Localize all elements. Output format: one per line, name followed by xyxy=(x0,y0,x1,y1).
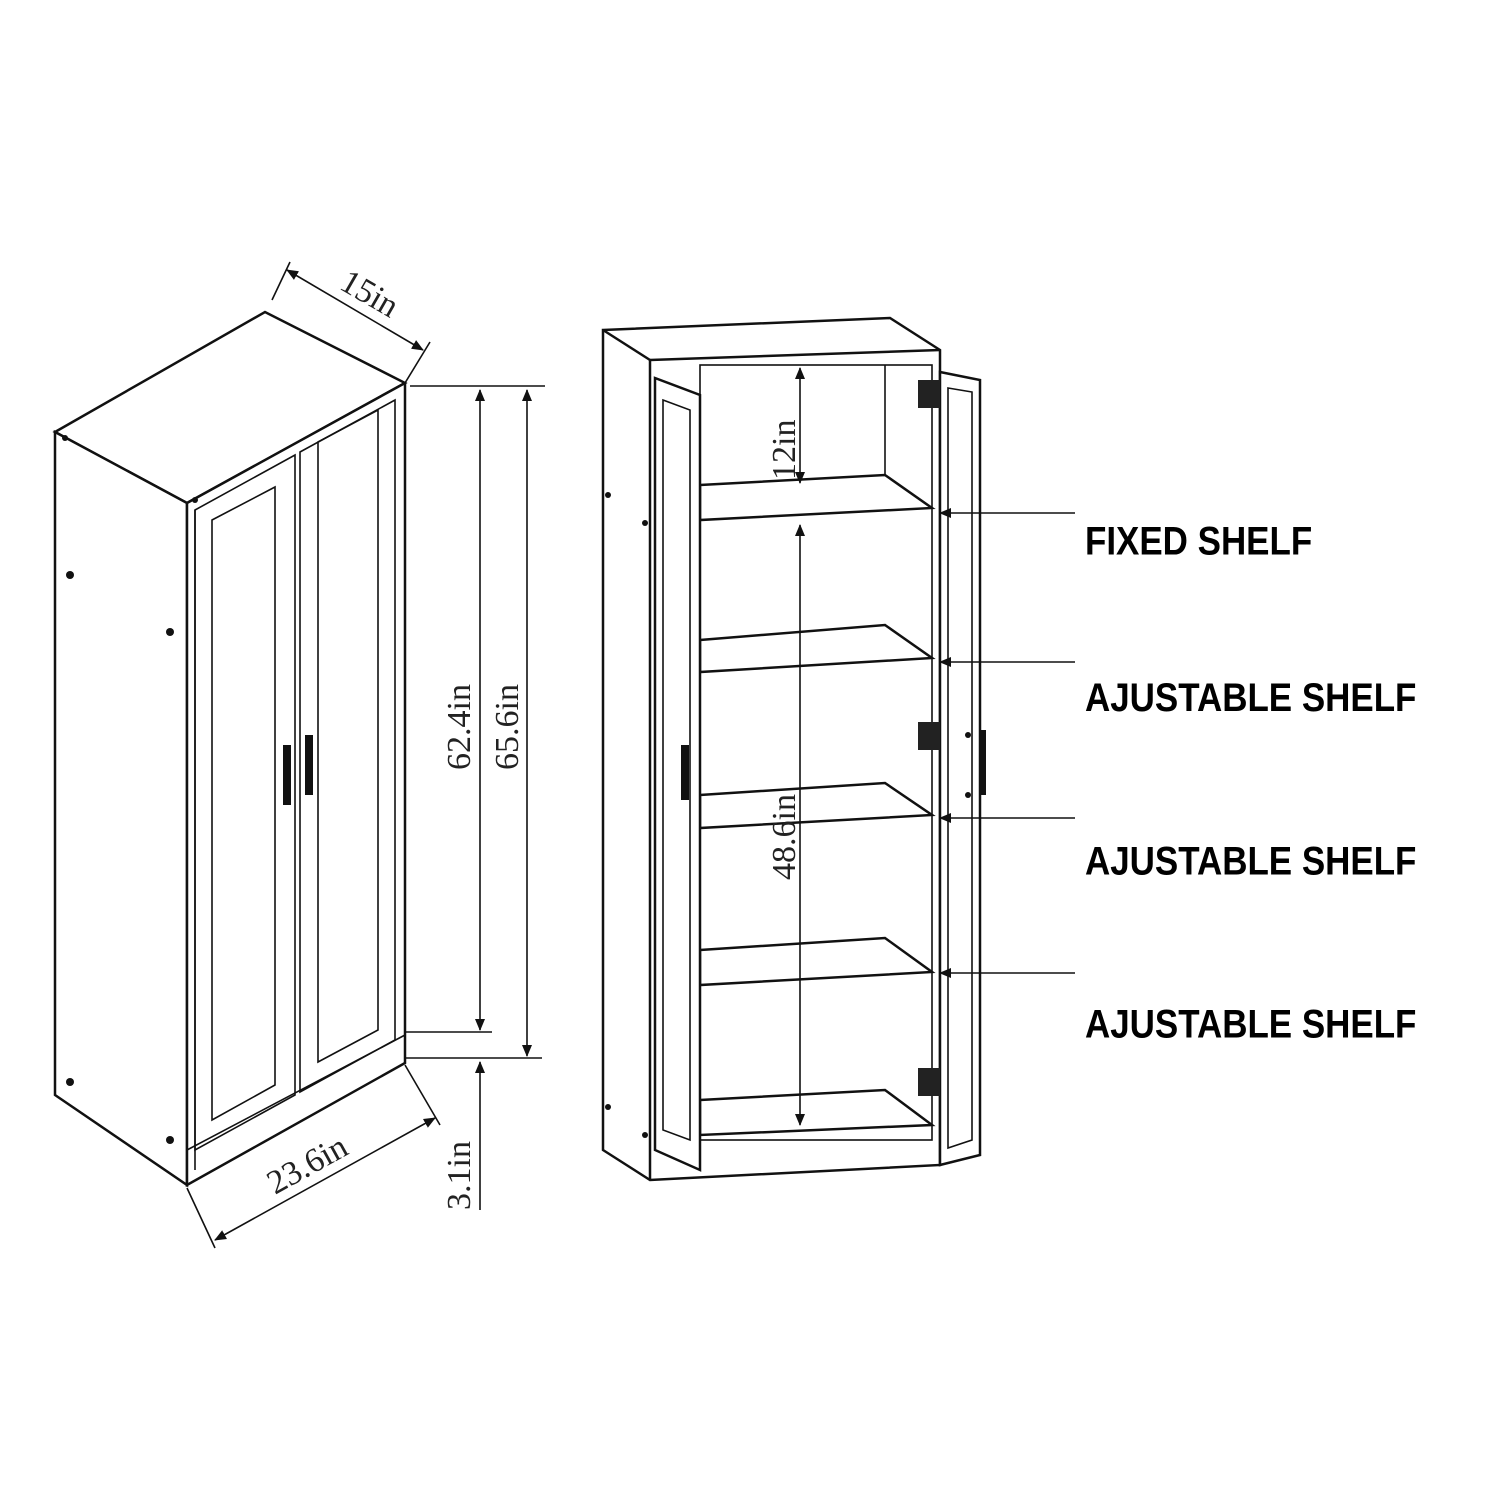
base-height-label: 3.1in xyxy=(441,1141,478,1210)
closed-cabinet xyxy=(52,310,408,1188)
open-left-door xyxy=(653,376,702,1172)
cabinet-side xyxy=(53,429,189,1188)
hinge xyxy=(918,722,940,750)
cabinet-front xyxy=(185,380,407,1188)
body-height-label: 62.4in xyxy=(441,684,478,770)
callout-adjustable-shelf: AJUSTABLE SHELF xyxy=(1085,838,1416,883)
hinge xyxy=(918,1068,940,1096)
lower-compartment-label: 48.6in xyxy=(766,794,803,880)
callout-adjustable-shelf: AJUSTABLE SHELF xyxy=(1085,675,1416,720)
shelves xyxy=(698,473,936,1137)
width-label: 23.6in xyxy=(261,1128,354,1202)
shelf-callouts: FIXED SHELF AJUSTABLE SHELF AJUSTABLE SH… xyxy=(939,508,1416,1046)
hinge xyxy=(918,380,940,408)
top-compartment-label: 12in xyxy=(766,420,803,480)
door-handle xyxy=(283,745,291,805)
total-height-label: 65.6in xyxy=(489,684,526,770)
open-cabinet: 12in 48.6in xyxy=(601,316,986,1182)
left-door xyxy=(194,453,296,1152)
open-right-door xyxy=(938,370,982,1167)
callout-fixed-shelf: FIXED SHELF xyxy=(1085,518,1312,563)
door-handle xyxy=(305,735,313,795)
depth-label: 15in xyxy=(334,263,405,325)
callout-adjustable-shelf: AJUSTABLE SHELF xyxy=(1085,1001,1416,1046)
